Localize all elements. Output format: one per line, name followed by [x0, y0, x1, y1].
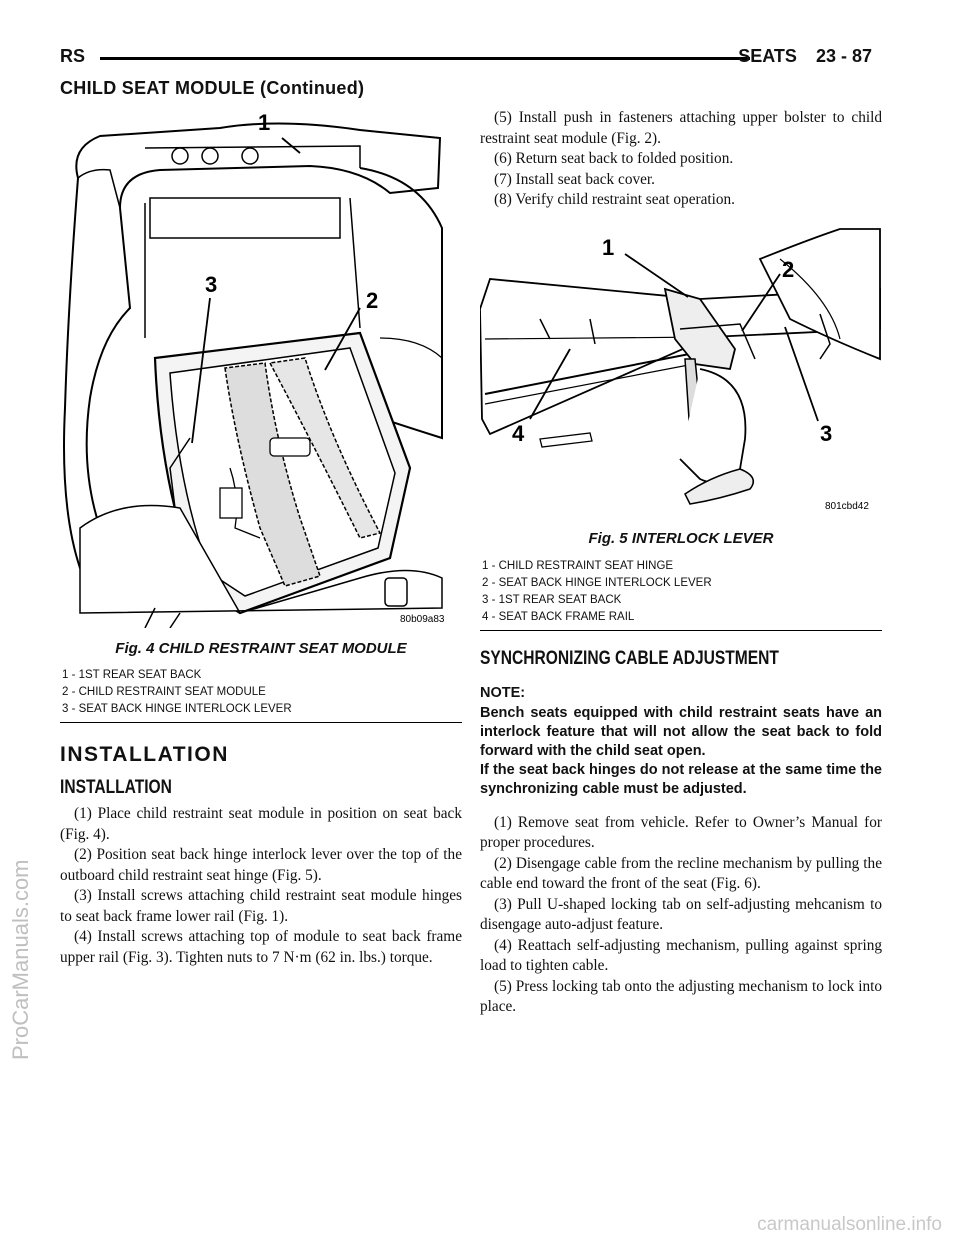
installation-step-3: (3) Install screws attaching child restr…	[60, 887, 462, 925]
fig4-code: 80b09a83	[400, 614, 445, 625]
right-column: (5) Install push in fasteners attaching …	[479, 108, 882, 1018]
installation-step-8: (8) Verify child restraint seat operatio…	[494, 191, 735, 208]
fig5-callout-1: 1	[602, 235, 614, 260]
fig5-legend-item: 3 - 1ST REAR SEAT BACK	[482, 593, 622, 606]
installation-step-6: (6) Return seat back to folded position.	[494, 150, 734, 167]
sync-cable-heading: SYNCHRONIZING CABLE ADJUSTMENT	[480, 647, 779, 669]
header-manual-code: RS	[60, 46, 86, 66]
installation-subheading: INSTALLATION	[60, 776, 172, 798]
installation-step-1: (1) Place child restraint seat module in…	[60, 805, 462, 843]
fig4-callout-3: 3	[205, 272, 217, 297]
fig5-callout-3: 3	[820, 421, 832, 446]
fig4-legend-item: 1 - 1ST REAR SEAT BACK	[62, 669, 202, 681]
fig5-code: 801cbd42	[825, 501, 869, 512]
sync-step-1: (1) Remove seat from vehicle. Refer to O…	[480, 813, 882, 852]
interlock-lever-illustration: 1 2 3 4 801cbd42	[479, 227, 881, 512]
fig4-callout-1: 1	[258, 110, 270, 135]
note-text-2: If the seat back hinges do not release a…	[480, 761, 882, 797]
fig5-callout-4: 4	[512, 421, 525, 446]
vertical-watermark: ProCarManuals.com	[8, 859, 33, 1060]
installation-step-5: (5) Install push in fasteners attaching …	[480, 109, 882, 147]
note-label: NOTE:	[480, 685, 526, 701]
installation-heading: INSTALLATION	[60, 743, 229, 766]
fig5-rule	[480, 629, 882, 631]
sync-step-5: (5) Press locking tab onto the adjusting…	[480, 977, 882, 1016]
fig5-legend-item: 4 - SEAT BACK FRAME RAIL	[482, 610, 635, 623]
header-section-page: SEATS 23 - 87	[738, 46, 872, 67]
installation-step-7: (7) Install seat back cover.	[494, 170, 655, 188]
fig4-rule	[60, 722, 462, 723]
fig4-legend-item: 2 - CHILD RESTRAINT SEAT MODULE	[62, 686, 266, 698]
note-text-1: Bench seats equipped with child restrain…	[480, 704, 882, 759]
figure-4: 1 2 3 80b09a83 Fig. 4 CHILD RESTRAINT SE…	[60, 108, 462, 723]
header-section: SEATS	[738, 46, 797, 66]
installation-step-4: (4) Install screws attaching top of modu…	[60, 928, 462, 966]
figure-5: 1 2 3 4 801cbd42 Fig. 5 INTERLOCK LEVER …	[479, 219, 882, 631]
header-page-number: 23 - 87	[815, 46, 872, 66]
fig5-legend-item: 1 - CHILD RESTRAINT SEAT HINGE	[482, 559, 674, 572]
sync-step-4: (4) Reattach self-adjusting mechanism, p…	[480, 936, 882, 975]
fig4-legend-item: 3 - SEAT BACK HINGE INTERLOCK LEVER	[62, 703, 292, 715]
sync-step-3: (3) Pull U-shaped locking tab on self-ad…	[480, 895, 882, 934]
bottom-watermark: carmanualsonline.info	[757, 1214, 942, 1235]
header-rule	[100, 57, 750, 60]
fig5-title: Fig. 5 INTERLOCK LEVER	[588, 530, 774, 547]
fig4-callout-2: 2	[366, 288, 378, 313]
fig5-legend-item: 2 - SEAT BACK HINGE INTERLOCK LEVER	[482, 576, 712, 589]
fig4-title: Fig. 4 CHILD RESTRAINT SEAT MODULE	[115, 639, 407, 657]
child-restraint-seat-module-illustration: 1 2 3 80b09a83	[63, 110, 445, 629]
installation-step-2: (2) Position seat back hinge interlock l…	[60, 846, 462, 884]
left-column: 1 2 3 80b09a83 Fig. 4 CHILD RESTRAINT SE…	[60, 108, 462, 968]
fig5-callout-2: 2	[782, 257, 794, 282]
continued-title: CHILD SEAT MODULE (Continued)	[60, 78, 365, 98]
sync-step-2: (2) Disengage cable from the recline mec…	[480, 854, 882, 893]
